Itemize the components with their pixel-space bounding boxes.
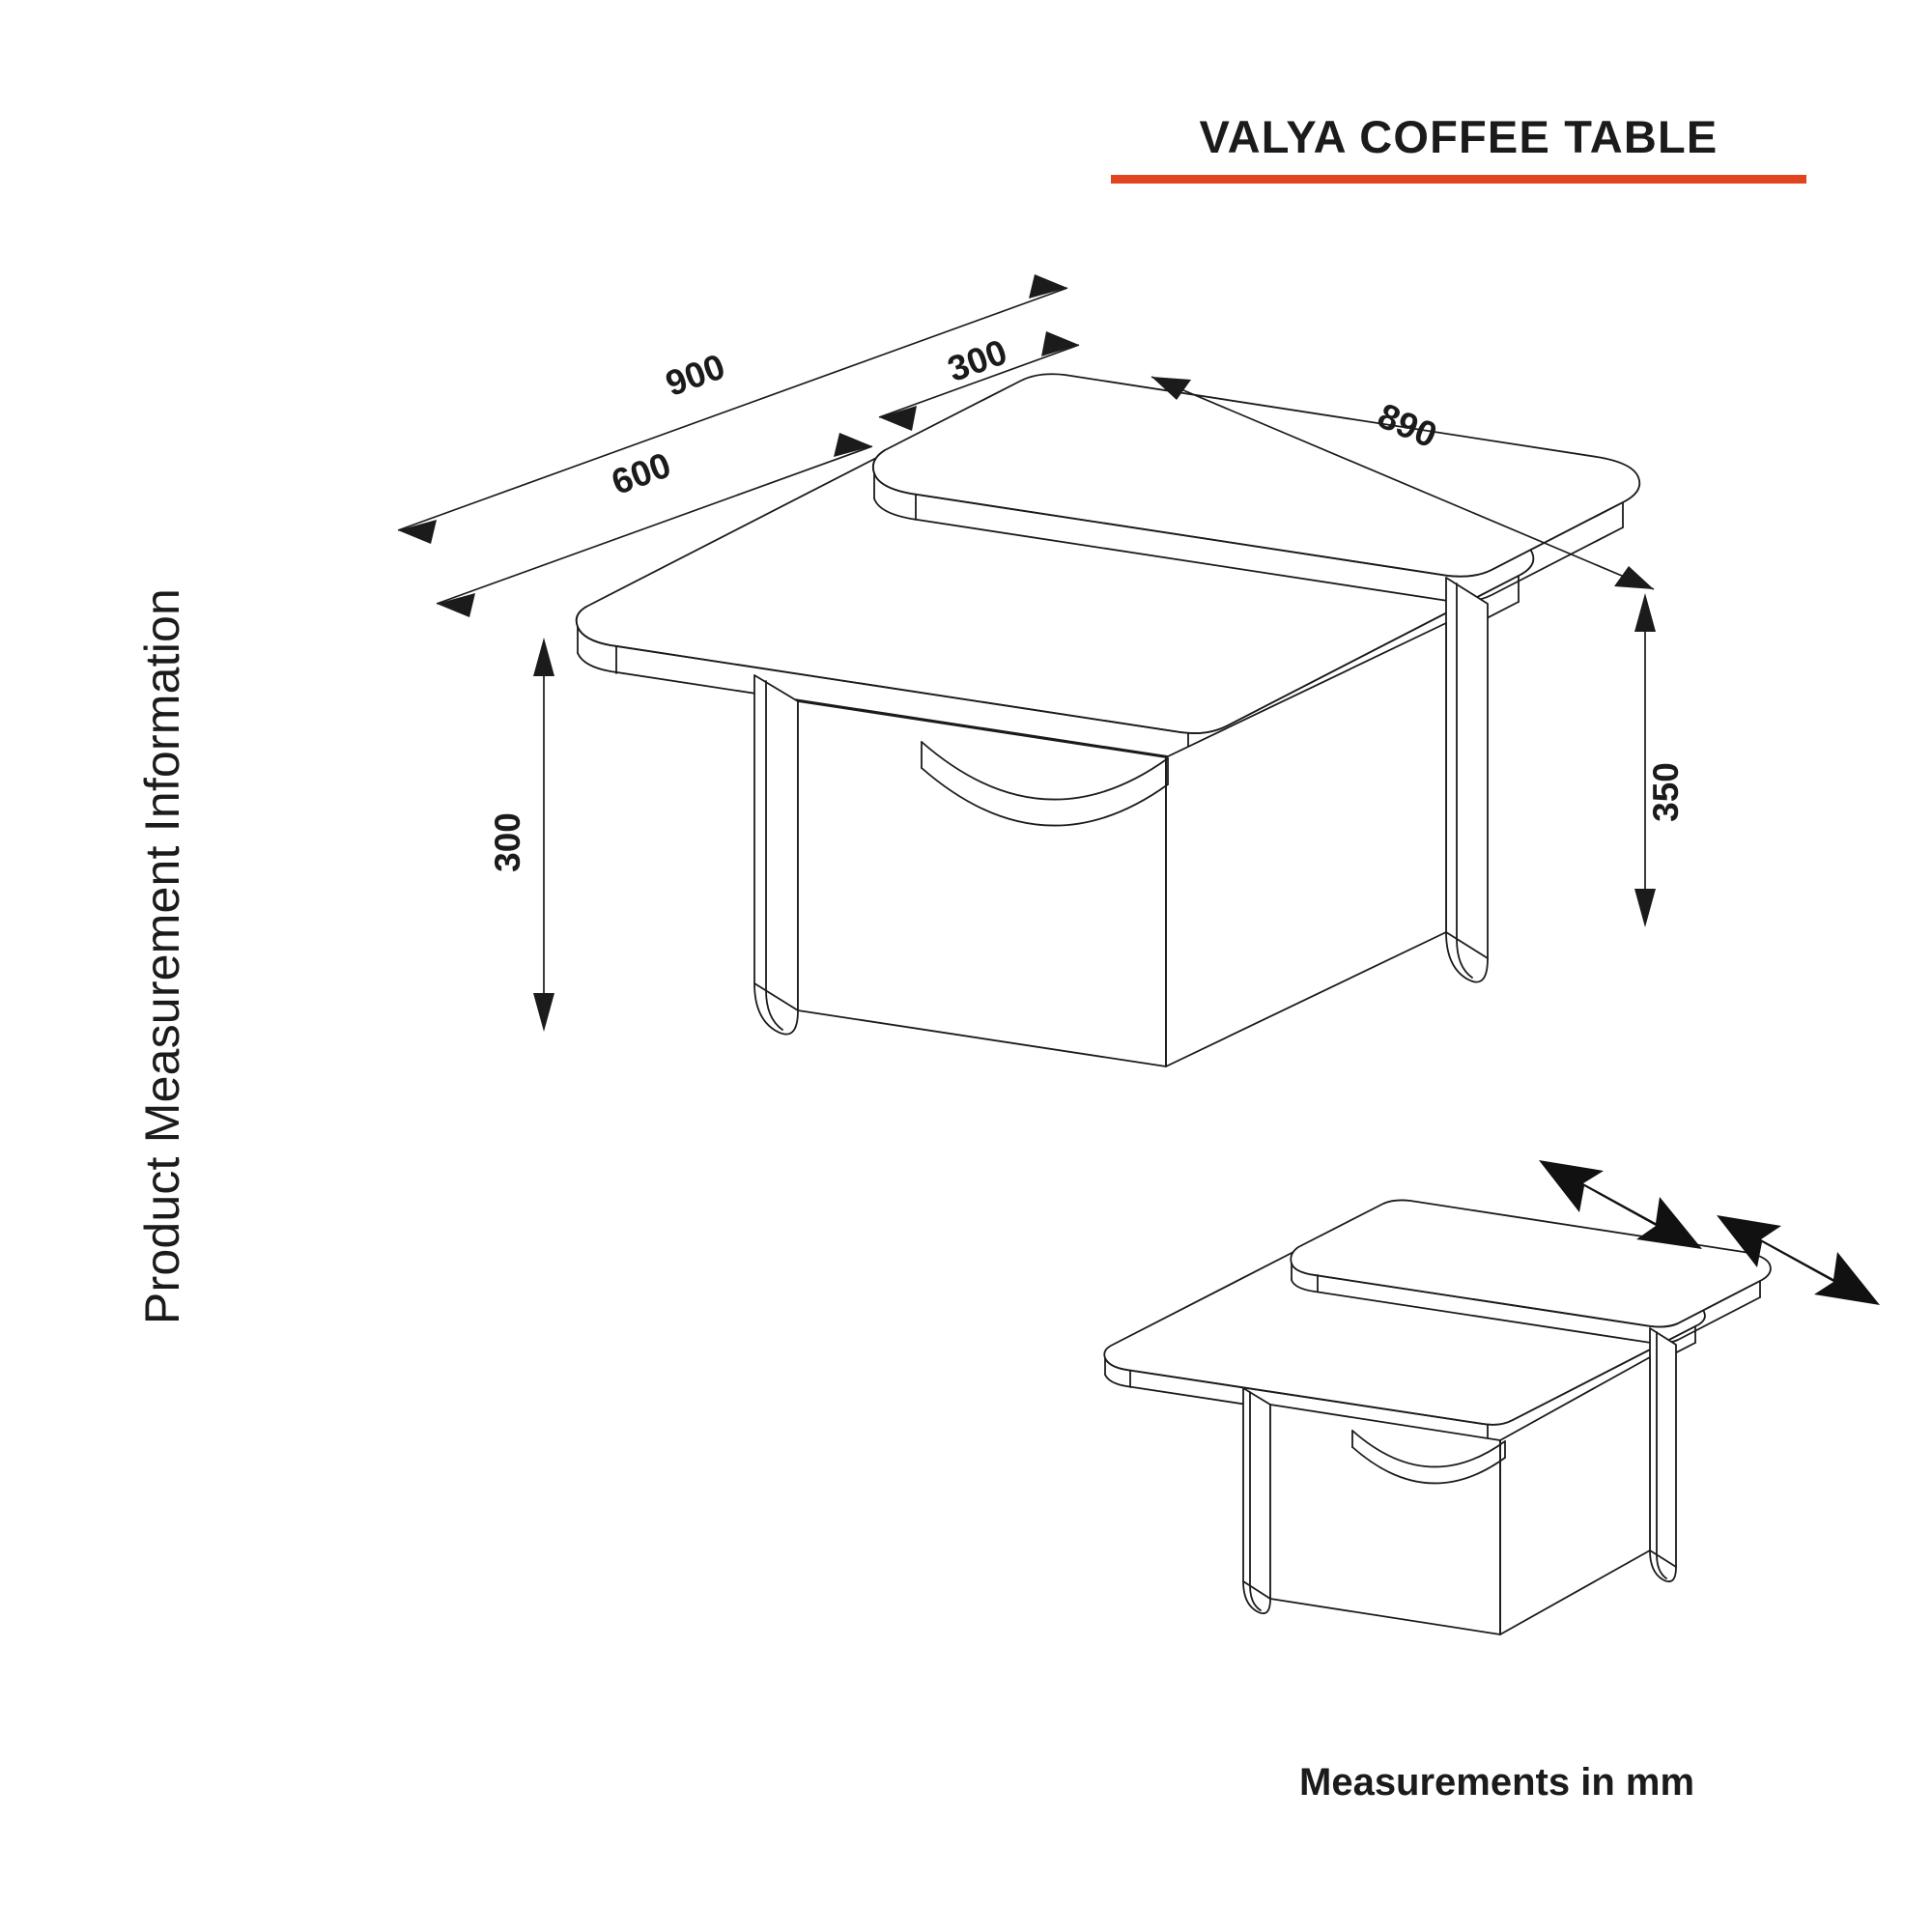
dimension-350-height: 350: [1634, 593, 1686, 927]
dimension-600-label: 600: [607, 444, 676, 502]
dimension-300-height: 300: [488, 638, 554, 1032]
title-underline: [1111, 175, 1806, 184]
base-panel-right-foot-tick: [1445, 931, 1489, 959]
slide-arrow-upper-shape: [1539, 1160, 1702, 1249]
title-block: VALYA COFFEE TABLE: [1111, 114, 1806, 184]
dimension-890-line: [1151, 376, 1655, 590]
base-panel-left: [753, 674, 799, 1036]
dimension-600-line: [436, 445, 873, 605]
upper-top-edge-left: [871, 449, 886, 474]
dimension-890-arrowhead-start: [1151, 377, 1191, 400]
motion-lower-top-edge: [1104, 1325, 1696, 1426]
dimension-600-arrowhead-start: [437, 593, 475, 617]
dimension-300-height-label: 300: [488, 812, 527, 872]
dimension-890-arrowhead-end: [1614, 566, 1654, 589]
dimension-300-offset-label: 300: [943, 331, 1012, 389]
motion-base-skirt-arc-upper: [1351, 1430, 1506, 1468]
slide-arrow-upper: [1539, 1160, 1702, 1249]
dimension-300-offset-arrowhead-end: [1041, 331, 1079, 356]
motion-upper-top-edge: [1291, 1263, 1761, 1328]
base-panel-right: [1445, 577, 1489, 983]
upper-top-edge-front: [873, 472, 1624, 578]
base-skirt-arc-lower: [921, 767, 1169, 827]
motion-base-cross-left-wing: [1269, 1404, 1501, 1635]
dimension-900-line: [397, 287, 1068, 531]
measurement-unit-note: Measurements in mm: [1299, 1761, 1695, 1804]
dimension-600: 600: [436, 433, 873, 617]
dimensioned-view: 900 300 600 890: [397, 274, 1686, 1067]
base-cross-left-wing: [797, 700, 1167, 1067]
slide-arrow-lower: [1717, 1215, 1880, 1305]
dimension-300-height-arrowhead-top: [533, 638, 554, 676]
dimension-900-arrowhead-end: [1029, 274, 1067, 298]
lower-top-edge-front: [577, 575, 1520, 734]
base-skirt-arc-upper: [921, 741, 1169, 801]
motion-base-panel-left-foot: [1242, 1580, 1271, 1600]
dimension-350-height-arrowhead-bottom: [1634, 889, 1656, 927]
motion-base-panel-left: [1242, 1387, 1271, 1615]
dimension-300-offset-line: [878, 344, 1080, 418]
table-base: [753, 577, 1489, 1067]
dimension-350-height-arrowhead-top: [1634, 593, 1656, 632]
lower-top-edge-left: [575, 606, 587, 628]
dimension-600-arrowhead-end: [834, 433, 872, 457]
motion-base-panel-right: [1649, 1327, 1677, 1583]
dimension-350-height-label: 350: [1646, 762, 1686, 822]
dimension-300-height-arrowhead-bottom: [533, 993, 554, 1032]
dimension-300-offset-arrowhead-start: [879, 406, 917, 431]
dimension-900-label: 900: [661, 346, 730, 404]
motion-view: [1103, 1160, 1880, 1635]
dimension-900-arrowhead-start: [398, 520, 437, 544]
slide-arrow-lower-shape: [1717, 1215, 1880, 1305]
motion-base-skirt-arc-lower: [1351, 1446, 1506, 1485]
motion-table-base: [1242, 1327, 1677, 1635]
page-title: VALYA COFFEE TABLE: [1199, 111, 1719, 162]
base-panel-left-foot-tick: [753, 982, 799, 1011]
motion-base-panel-right-foot: [1649, 1549, 1677, 1568]
